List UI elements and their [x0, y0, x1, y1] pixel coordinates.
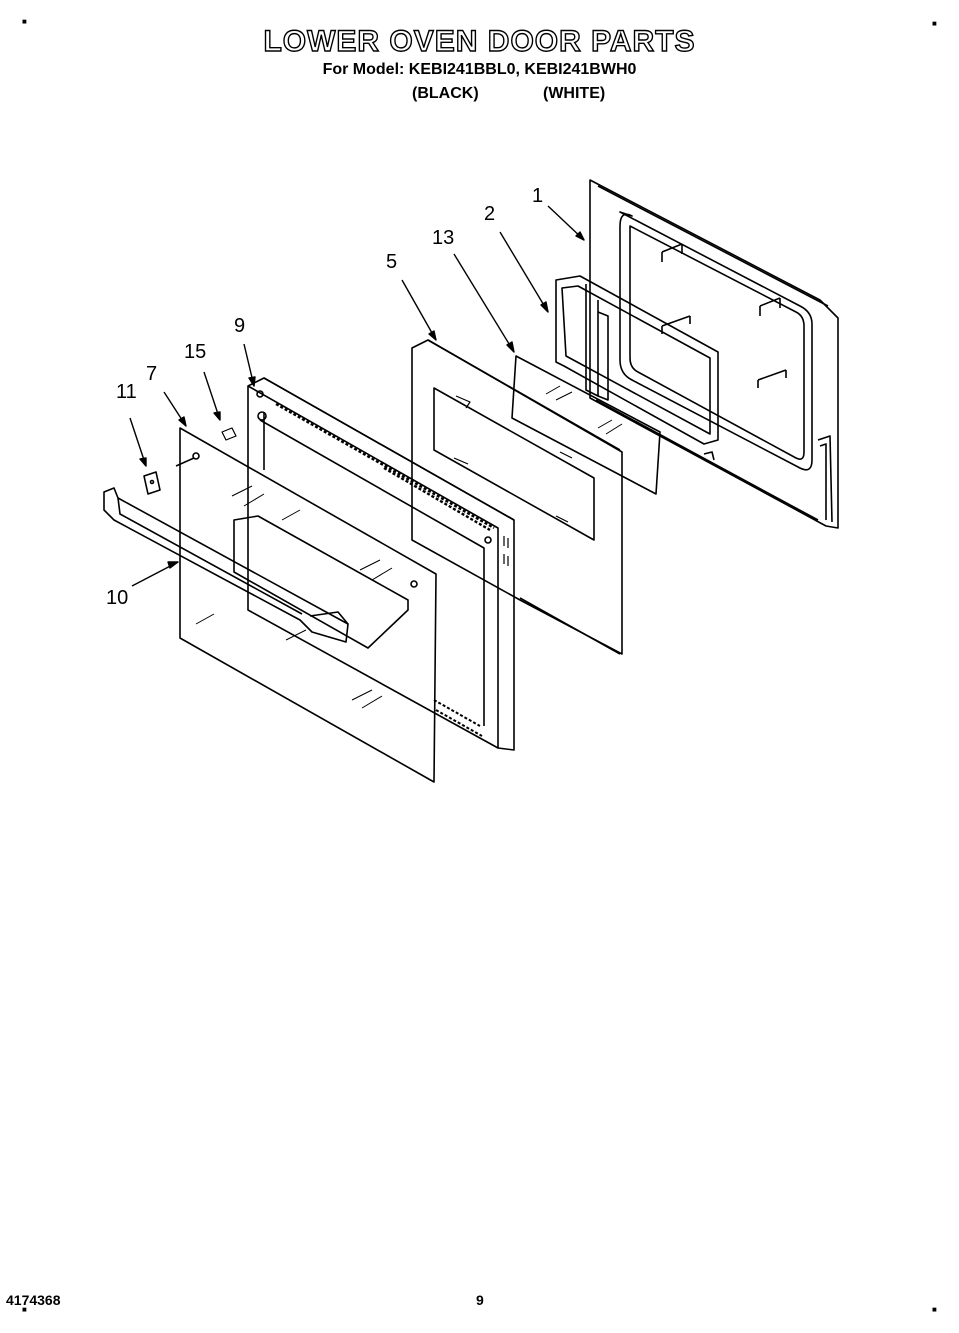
callout-2: 2 [484, 203, 495, 225]
variant-black-label: (BLACK) [412, 85, 479, 102]
part-15-clip [221, 427, 237, 441]
callout-leaders [129, 205, 585, 587]
part-9-outer-frame [247, 377, 515, 751]
corner-mark-bottom-right: ■ [932, 1305, 937, 1314]
document-number: 4174368 [6, 1292, 61, 1308]
page-title: LOWER OVEN DOOR PARTS [263, 25, 696, 58]
callout-5: 5 [386, 251, 397, 273]
part-11-bracket [143, 471, 161, 495]
callout-13: 13 [432, 227, 454, 249]
variant-white-label: (WHITE) [543, 85, 606, 102]
callout-15: 15 [184, 341, 206, 363]
corner-mark-top-right: ■ [932, 19, 937, 28]
part-1-inner-door-panel [589, 179, 839, 529]
part-5-door-liner [411, 339, 623, 655]
corner-mark-top-left: ■ [22, 17, 27, 26]
callout-9: 9 [234, 315, 245, 337]
callout-1: 1 [532, 185, 543, 207]
callout-11: 11 [116, 381, 137, 403]
callout-10: 10 [106, 587, 128, 609]
part-10-door-handle [103, 457, 349, 643]
part-13-glass-pane [511, 355, 661, 495]
model-subtitle: For Model: KEBI241BBL0, KEBI241BWH0 [322, 61, 637, 78]
page-number: 9 [476, 1292, 484, 1308]
callout-7: 7 [146, 363, 157, 385]
corner-mark-bottom-left: ■ [22, 1305, 27, 1314]
part-2-door-frame [555, 275, 719, 445]
part-7-outer-glass [179, 427, 437, 783]
